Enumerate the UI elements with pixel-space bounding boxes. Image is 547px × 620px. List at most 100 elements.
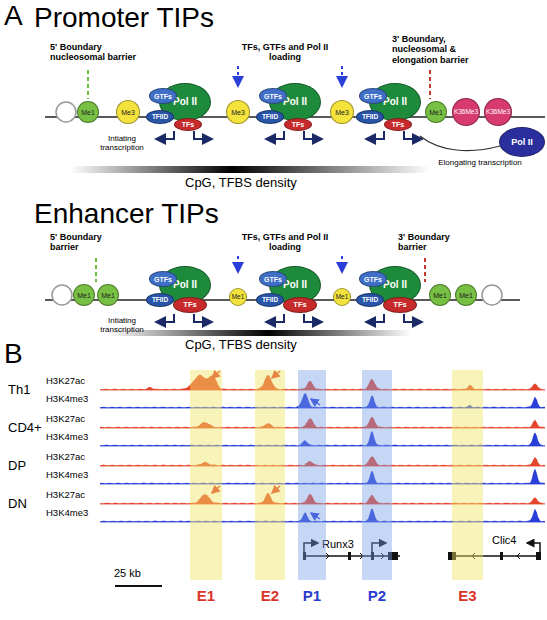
- node-text: TFs: [293, 301, 306, 309]
- highlight-band: P1: [298, 370, 326, 580]
- tss-arrow: [404, 314, 422, 322]
- loading-arrow: [237, 256, 239, 272]
- section-title: Promoter TIPs: [34, 2, 214, 34]
- highlight-band: P2: [362, 370, 392, 580]
- nucleosome: [56, 102, 76, 122]
- boundary-line: [87, 70, 89, 99]
- track-label: H3K4me3: [46, 470, 88, 481]
- boundary-label: 5' Boundary barrier: [50, 232, 112, 253]
- tf-ellipse: TFs: [283, 297, 317, 313]
- exon: [536, 552, 541, 560]
- boundary-line: [429, 70, 431, 99]
- node-text: Pol II: [383, 280, 407, 290]
- node-text: TFs: [292, 121, 304, 128]
- node-text: GTFs: [154, 276, 172, 283]
- boundary-line: [424, 258, 426, 282]
- boundary-line: [95, 258, 97, 282]
- loading-arrow: [341, 66, 343, 86]
- cell-type-label: CD4+: [8, 421, 42, 436]
- cell-type-label: Th1: [8, 383, 30, 398]
- loading-arrow: [237, 66, 239, 86]
- region-label: P1: [303, 588, 321, 603]
- highlight-band: E1: [190, 370, 222, 580]
- node-text: Me1: [77, 292, 91, 299]
- node-text: TFs: [182, 121, 194, 128]
- node-text: Me3: [335, 109, 349, 116]
- tf-ellipse: TFs: [173, 297, 207, 313]
- tss-arrow: [304, 131, 322, 139]
- tss-arrow: [266, 131, 284, 139]
- node-text: Me3: [231, 109, 245, 116]
- gene-name: Runx3: [322, 538, 354, 551]
- tf-ellipse: TFs: [383, 297, 417, 313]
- gtf-ellipse: GTFs: [359, 88, 387, 104]
- node-text: GTFs: [364, 93, 382, 100]
- nucleosome: Me3: [116, 100, 140, 124]
- tss-arrow: [194, 131, 212, 139]
- tss-arrow: [194, 314, 212, 322]
- node-text: Me1: [336, 294, 349, 301]
- nucleosome: Me3: [226, 100, 250, 124]
- loading-label: TFs, GTFs and Pol II loading: [230, 232, 340, 253]
- node-text: Me1: [232, 294, 245, 301]
- track-label: H3K4me3: [46, 432, 88, 443]
- nucleosome: Me1: [429, 284, 451, 306]
- track-label: H3K4me3: [46, 394, 88, 405]
- node-text: Pol II: [283, 97, 307, 107]
- boundary-label: 3' Boundary, nucleosomal & elongation ba…: [392, 34, 480, 65]
- node-text: TFIID: [362, 297, 378, 304]
- node-text: GTFs: [154, 93, 172, 100]
- nucleosome: [52, 285, 72, 305]
- node-text: Me1: [459, 292, 473, 299]
- pol2-ellipse: Pol II: [499, 127, 545, 157]
- loading-label: TFs, GTFs and Pol II loading: [230, 42, 340, 63]
- tf-ellipse: TFs: [384, 118, 412, 131]
- exon: [500, 552, 503, 560]
- gtf-ellipse: GTFs: [359, 271, 387, 287]
- node-text: Pol II: [383, 97, 407, 107]
- nucleosome: Me1: [333, 288, 351, 306]
- transcription-label: Intiating transcription: [92, 316, 152, 334]
- track-label: H3K27ac: [46, 452, 85, 463]
- tfiid-ellipse: TFIID: [256, 110, 284, 124]
- elongation-path: [420, 136, 500, 151]
- nucleosome: Me1: [73, 284, 95, 306]
- tss-arrow: [404, 131, 422, 139]
- tfiid-ellipse: TFIID: [146, 293, 174, 307]
- highlight-band: E2: [255, 370, 285, 580]
- scale-label: 25 kb: [114, 567, 141, 580]
- tss-arrow: [156, 131, 174, 139]
- region-label: E1: [197, 588, 215, 603]
- scale-bar: [115, 585, 162, 587]
- nucleosome: K36Me3: [452, 98, 480, 126]
- nucleosome: Me1: [425, 101, 447, 123]
- track-label: H3K27ac: [46, 414, 85, 425]
- node-text: Me1: [101, 292, 115, 299]
- tfiid-ellipse: TFIID: [256, 293, 284, 307]
- panel-letter: B: [4, 338, 23, 370]
- node-text: Me1: [429, 109, 443, 116]
- node-text: Me1: [433, 292, 447, 299]
- section-title: Enhancer TIPs: [34, 198, 219, 230]
- node-text: TFs: [393, 301, 406, 309]
- nucleosome: Me1: [77, 101, 99, 123]
- tfiid-ellipse: TFIID: [356, 293, 384, 307]
- track-label: H3K27ac: [46, 490, 85, 501]
- nucleosome: K36Me3: [484, 98, 512, 126]
- node-text: K36Me3: [486, 109, 510, 116]
- track-label: H3K4me3: [46, 508, 88, 519]
- tss-arrow: [527, 543, 540, 552]
- cell-type-label: DP: [8, 459, 26, 474]
- tfiid-ellipse: TFIID: [356, 110, 384, 124]
- tss-arrow: [366, 314, 384, 322]
- tss-arrow: [266, 314, 284, 322]
- tf-ellipse: TFs: [174, 118, 202, 131]
- node-text: K36Me3: [454, 109, 478, 116]
- node-text: Pol II: [173, 97, 197, 107]
- transcription-label: Elongating transcription: [425, 158, 535, 167]
- nucleosome: Me1: [97, 284, 119, 306]
- node-text: TFIID: [362, 114, 378, 121]
- tss-arrow: [366, 131, 384, 139]
- density-bar: [70, 166, 430, 173]
